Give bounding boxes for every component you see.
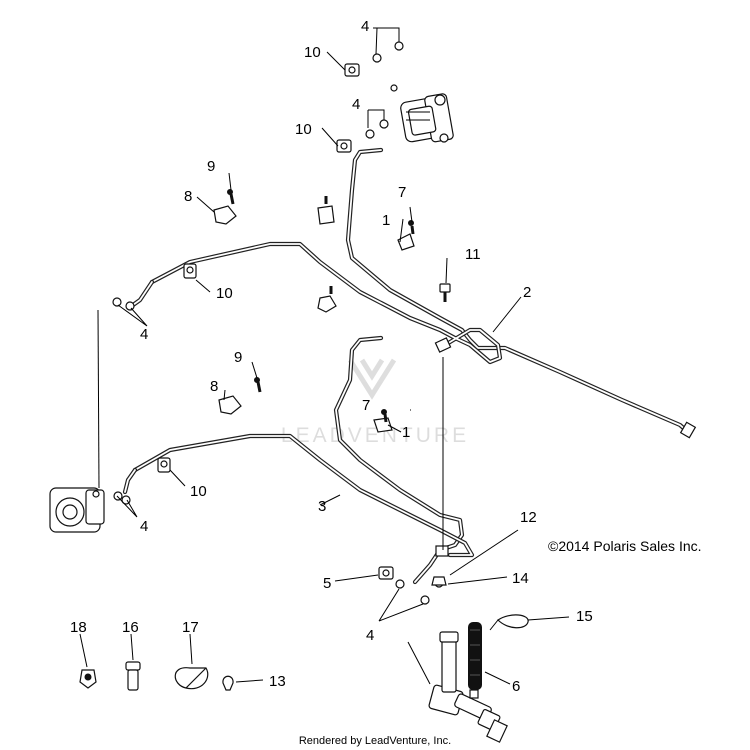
callout-1-lower: 1: [402, 424, 410, 441]
callout-4-upper: 4: [352, 96, 360, 113]
brake-caliper-lower[interactable]: [49, 487, 105, 533]
callout-4-bottom: 4: [366, 627, 374, 644]
callout-4-top: 4: [361, 18, 369, 35]
callout-5: 5: [323, 575, 331, 592]
callout-10-lower: 10: [190, 483, 207, 500]
callout-10-top: 10: [304, 44, 321, 61]
callout-labels: 4 10 4 10 9 8 7 1 11 2 10 4 9 8 7 1 3 10…: [70, 18, 593, 695]
brake-line-3[interactable]: [122, 335, 475, 585]
callout-11: 11: [465, 246, 481, 263]
brake-caliper-upper[interactable]: [400, 93, 454, 143]
callout-18: 18: [70, 619, 87, 636]
callout-1-upper: 1: [382, 212, 390, 229]
callout-4-midleft: 4: [140, 326, 148, 343]
callout-8-upper: 8: [184, 188, 192, 205]
copyright-notice: ©2014 Polaris Sales Inc.: [548, 538, 702, 554]
callout-3: 3: [318, 498, 326, 515]
callout-7-upper: 7: [398, 184, 406, 201]
callout-6: 6: [512, 678, 520, 695]
clip-group[interactable]: [213, 205, 415, 433]
callout-12: 12: [520, 509, 537, 526]
callout-14: 14: [512, 570, 529, 587]
bottom-parts[interactable]: [79, 576, 529, 691]
master-cylinder[interactable]: [407, 631, 508, 743]
callout-13: 13: [269, 673, 286, 690]
reservoir-hose[interactable]: [468, 622, 482, 690]
callout-16: 16: [122, 619, 139, 636]
leader-lines: [79, 27, 570, 685]
washer-group[interactable]: [112, 41, 444, 605]
callout-9-upper: 9: [207, 158, 215, 175]
callout-9-lower: 9: [234, 349, 242, 366]
footer-credit: Rendered by LeadVenture, Inc.: [299, 735, 451, 747]
watermark-logo: [347, 358, 397, 400]
callout-17: 17: [182, 619, 199, 636]
callout-10-midright: 10: [216, 285, 233, 302]
watermark-text: LEADVENTURE: [281, 424, 469, 447]
callout-10-upper: 10: [295, 121, 312, 138]
callout-2: 2: [523, 284, 531, 301]
watermark: LEADVENTURE: [281, 358, 469, 447]
callout-15: 15: [576, 608, 593, 625]
callout-7-lower: 7: [362, 397, 370, 414]
callout-4-lower: 4: [140, 518, 148, 535]
callout-8-lower: 8: [210, 378, 218, 395]
banjo-bolt-group[interactable]: [157, 63, 394, 580]
brake-line-2[interactable]: [130, 147, 697, 439]
